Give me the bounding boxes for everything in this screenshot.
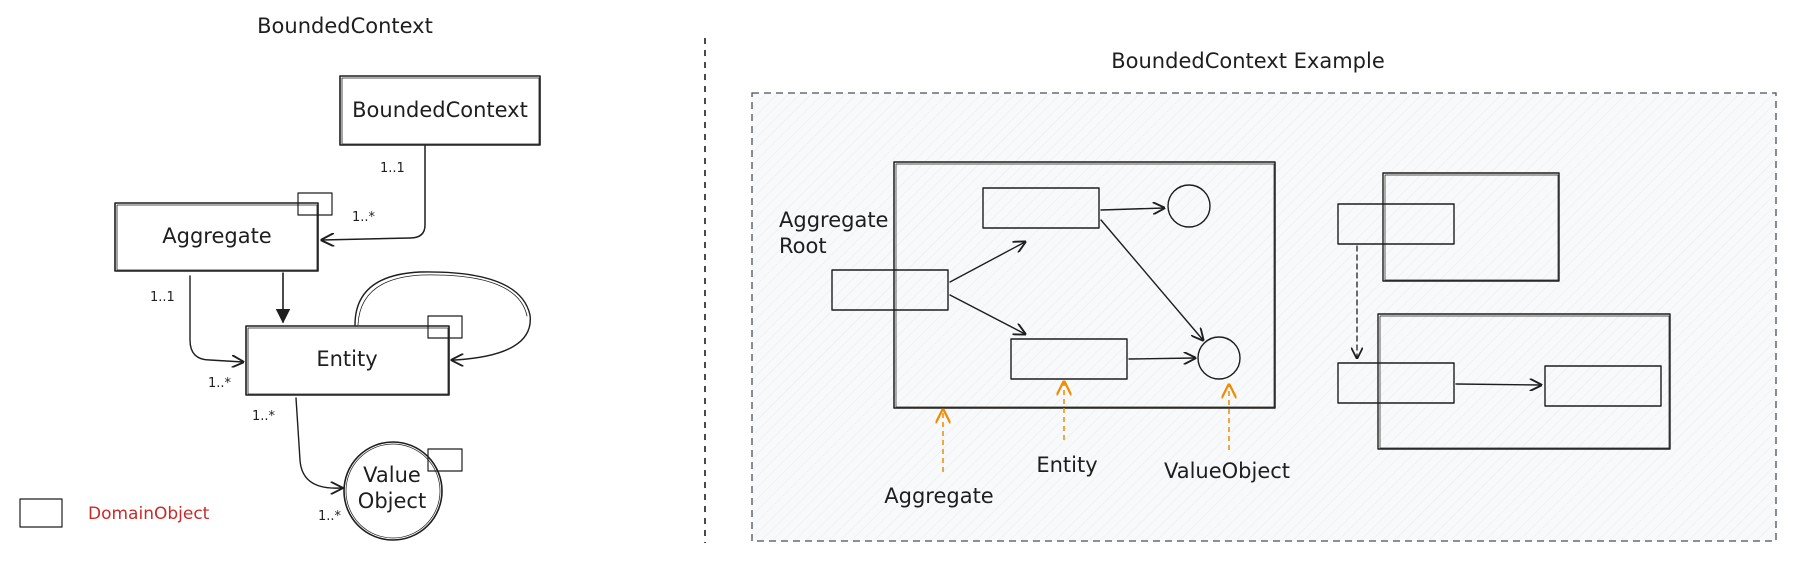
legend-domain-object-swatch	[19, 498, 63, 528]
arrow-root-to-entity-top	[949, 242, 1025, 283]
aggregate-root-label-line1: Aggregate	[779, 208, 888, 232]
bounded-context-box-label: BoundedContext	[352, 98, 528, 122]
arrow-root-to-entity-bottom	[949, 294, 1025, 334]
label-entity: Entity	[1036, 453, 1097, 477]
entity-box[interactable]: Entity	[245, 325, 450, 396]
arrow-bc-to-aggregate	[322, 145, 426, 240]
mult-value-left: 1..*	[318, 509, 342, 524]
entity-box-label: Entity	[316, 347, 377, 371]
aggregate-root-node[interactable]	[831, 269, 949, 311]
aggregate-root-label-line2: Root	[779, 234, 827, 258]
bounded-context-example-area	[751, 92, 1777, 542]
value-object-node-top[interactable]	[1167, 184, 1211, 228]
aggregate-example-box-top-right[interactable]	[1382, 172, 1560, 282]
value-object-node-bottom[interactable]	[1197, 336, 1241, 380]
aggregate-example-box[interactable]	[893, 161, 1276, 409]
value-object-circle[interactable]: Value Object	[343, 441, 443, 541]
arrow-entity-self-loop	[354, 271, 531, 360]
arrow-entity-top-to-value-top	[1100, 208, 1164, 210]
mult-entity-bottom: 1..*	[252, 409, 276, 424]
value-object-label-line2: Object	[358, 489, 426, 513]
mult-agg-bottom: 1..1	[150, 290, 175, 305]
mult-bc-bottom: 1..1	[380, 161, 405, 176]
arrow-entity-bottom-to-value-bottom	[1128, 358, 1195, 359]
arrow-root-to-entity-bottom-right	[1455, 384, 1541, 385]
legend-domain-object-label: DomainObject	[88, 504, 210, 524]
entity-node-bottom[interactable]	[1010, 338, 1128, 380]
aggregate-box[interactable]: Aggregate	[114, 202, 319, 272]
arrow-aggregate-to-entity-side	[189, 275, 243, 362]
domain-object-marker-value-object	[427, 448, 463, 472]
entity-node-bottom-right[interactable]	[1544, 365, 1662, 407]
bounded-context-box[interactable]: BoundedContext	[339, 75, 541, 146]
mult-entity-left: 1..*	[208, 376, 232, 391]
domain-object-marker-aggregate	[297, 192, 333, 216]
value-object-label-line1: Value	[363, 463, 421, 487]
aggregate-example-box-bottom-right[interactable]	[1377, 313, 1671, 450]
label-value-object: ValueObject	[1164, 459, 1290, 483]
label-aggregate: Aggregate	[884, 484, 993, 508]
arrow-entity-to-value-object	[295, 397, 342, 488]
right-title: BoundedContext Example	[1111, 49, 1385, 73]
aggregate-box-label: Aggregate	[162, 224, 271, 248]
left-title: BoundedContext	[257, 14, 433, 38]
entity-node-top[interactable]	[982, 187, 1100, 229]
aggregate-root-node-bottom-right[interactable]	[1337, 362, 1455, 404]
arrow-entity-top-to-value-bottom	[1100, 219, 1203, 340]
domain-object-marker-entity	[427, 315, 463, 339]
mult-agg-right: 1..*	[352, 210, 376, 225]
aggregate-root-node-top-right[interactable]	[1337, 203, 1455, 245]
